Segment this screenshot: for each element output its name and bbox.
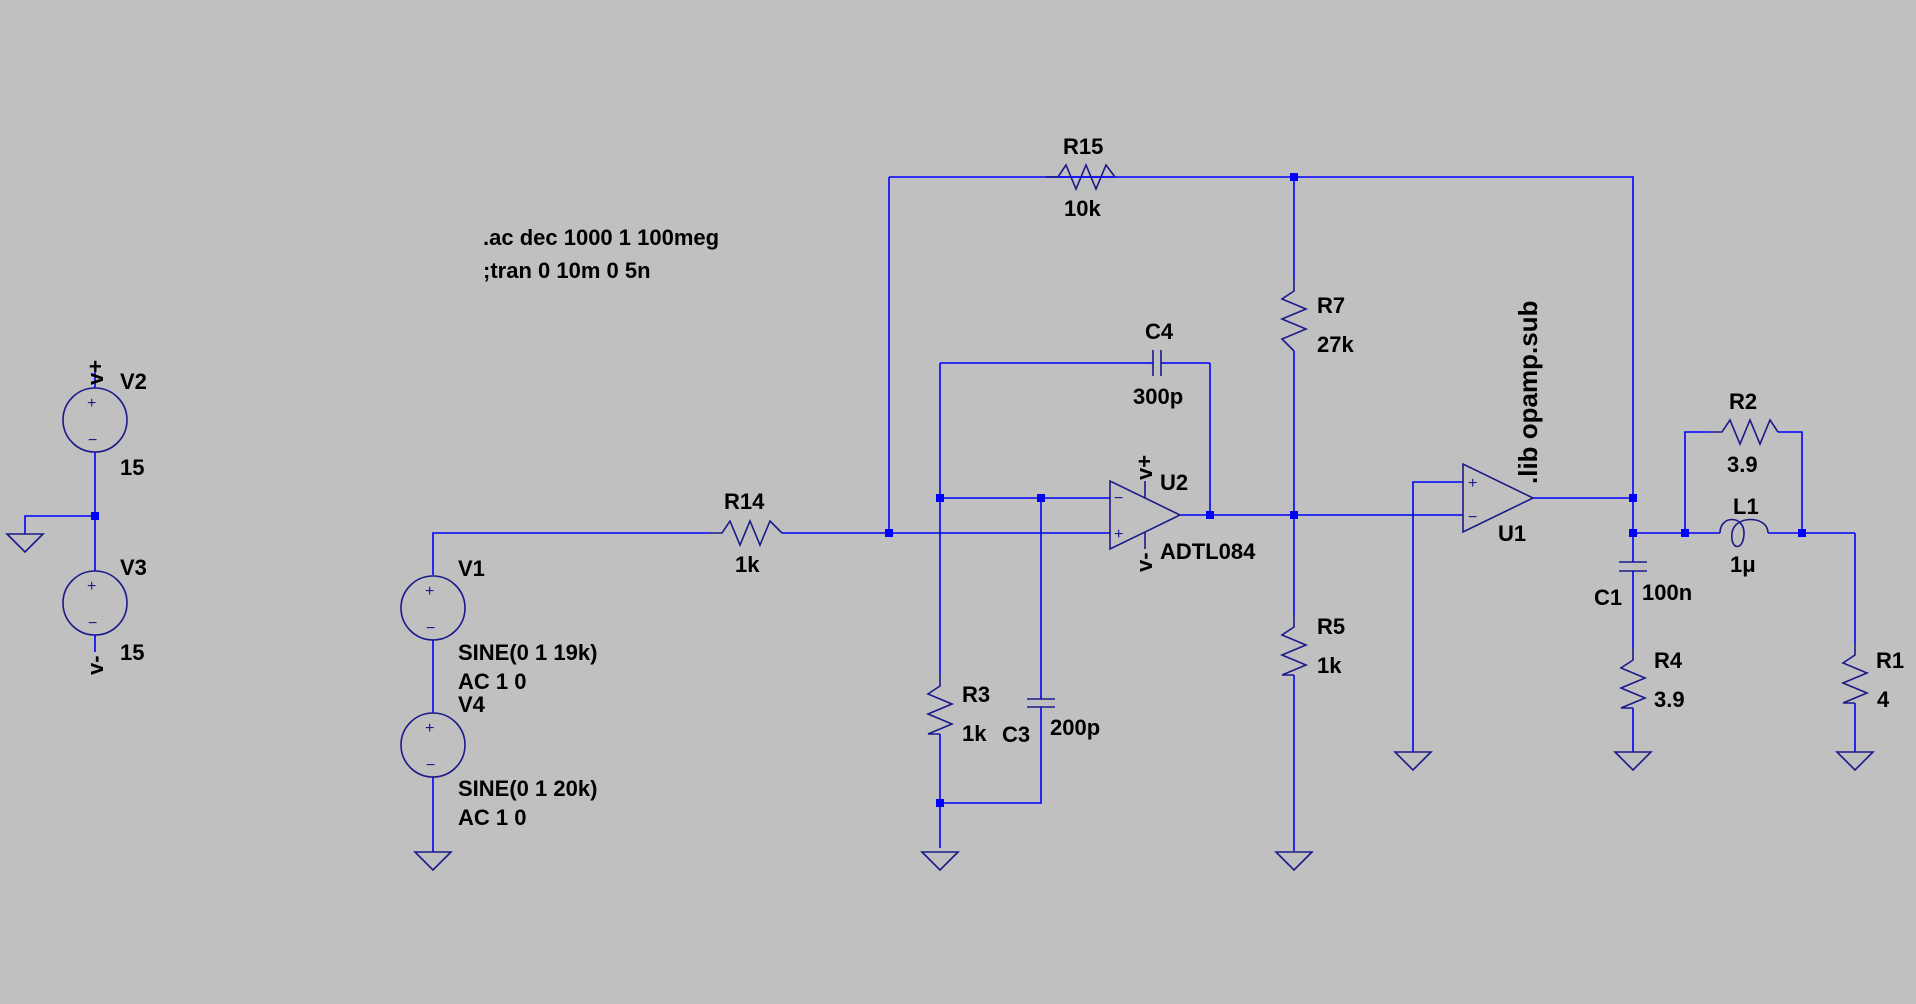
svg-text:−: −	[88, 432, 97, 449]
source-V1[interactable]: + − V1 SINE(0 1 19k) AC 1 0	[400, 556, 597, 694]
v4-value: SINE(0 1 20k)	[458, 776, 597, 801]
r5-value: 1k	[1317, 653, 1342, 678]
v1-value: SINE(0 1 19k)	[458, 640, 597, 665]
v4-name: V4	[458, 692, 486, 717]
svg-text:+: +	[87, 395, 96, 412]
directive-tran: ;tran 0 10m 0 5n	[483, 258, 651, 283]
ground-icon	[1613, 751, 1653, 772]
r2-value: 3.9	[1727, 452, 1758, 477]
r4-name: R4	[1654, 648, 1683, 673]
v1-name: V1	[458, 556, 485, 581]
wires[interactable]	[24, 176, 1856, 852]
svg-text:−: −	[426, 620, 435, 637]
v4-ac: AC 1 0	[458, 805, 526, 830]
resistor-R4[interactable]: R4 3.9	[1618, 648, 1685, 712]
ground-icon	[1274, 851, 1314, 872]
source-V4[interactable]: + − V4 SINE(0 1 20k) AC 1 0	[400, 692, 597, 830]
junction-dots	[91, 173, 1806, 807]
ground-symbols	[5, 533, 1875, 872]
resistor-R15[interactable]: R15 10k	[1046, 134, 1116, 221]
svg-text:+: +	[425, 720, 434, 737]
r15-value: 10k	[1064, 196, 1101, 221]
inductor-L1[interactable]: L1 1μ	[1719, 494, 1769, 577]
resistor-R1[interactable]: R1 4	[1840, 643, 1904, 712]
l1-value: 1μ	[1730, 552, 1756, 577]
opamp-U1[interactable]: + − U1 .lib opamp.sub	[1462, 301, 1543, 546]
u2-vplus-label: v+	[1132, 455, 1157, 480]
u1-lib: .lib opamp.sub	[1513, 301, 1543, 484]
source-V2[interactable]: + − v+ V2 15	[62, 360, 147, 480]
capacitor-C4[interactable]: C4 300p	[1133, 319, 1183, 409]
v2-net-label: v+	[83, 360, 108, 385]
l1-name: L1	[1733, 494, 1759, 519]
r3-name: R3	[962, 682, 990, 707]
resistor-R2[interactable]: R2 3.9	[1710, 389, 1779, 477]
directive-ac: .ac dec 1000 1 100meg	[483, 225, 719, 250]
resistor-R7[interactable]: R7 27k	[1279, 279, 1354, 357]
u1-name: U1	[1498, 521, 1526, 546]
svg-text:−: −	[1468, 509, 1477, 526]
svg-text:−: −	[1114, 490, 1123, 507]
resistor-R3[interactable]: R3 1k	[925, 674, 990, 746]
svg-text:−: −	[88, 615, 97, 632]
svg-text:+: +	[425, 583, 434, 600]
svg-text:+: +	[1468, 475, 1477, 492]
r4-value: 3.9	[1654, 687, 1685, 712]
ground-icon	[1393, 751, 1433, 772]
c1-value: 100n	[1642, 580, 1692, 605]
capacitor-C1[interactable]: C1 100n	[1594, 560, 1692, 610]
v1-ac: AC 1 0	[458, 669, 526, 694]
source-V3[interactable]: + − v- V3 15	[62, 555, 147, 675]
v3-name: V3	[120, 555, 147, 580]
r14-value: 1k	[735, 552, 760, 577]
ground-icon	[5, 533, 45, 554]
r1-value: 4	[1877, 687, 1890, 712]
v3-net-label: v-	[83, 655, 108, 675]
r5-name: R5	[1317, 614, 1345, 639]
v3-value: 15	[120, 640, 144, 665]
svg-text:+: +	[87, 578, 96, 595]
c4-name: C4	[1145, 319, 1174, 344]
spice-directives[interactable]: .ac dec 1000 1 100meg ;tran 0 10m 0 5n	[483, 225, 719, 283]
r3-value: 1k	[962, 721, 987, 746]
capacitor-C3[interactable]: C3 200p	[1002, 697, 1100, 747]
u2-model: ADTL084	[1160, 539, 1256, 564]
opamp-U2[interactable]: − + v+ v- U2 ADTL084	[1109, 455, 1256, 572]
resistor-R5[interactable]: R5 1k	[1279, 614, 1345, 678]
ground-icon	[1835, 751, 1875, 772]
c3-value: 200p	[1050, 715, 1100, 740]
r7-value: 27k	[1317, 332, 1354, 357]
r2-name: R2	[1729, 389, 1757, 414]
c4-value: 300p	[1133, 384, 1183, 409]
v2-name: V2	[120, 369, 147, 394]
v2-value: 15	[120, 455, 144, 480]
r7-name: R7	[1317, 293, 1345, 318]
svg-text:−: −	[426, 757, 435, 774]
resistor-R14[interactable]: R14 1k	[710, 489, 783, 577]
c3-name: C3	[1002, 722, 1030, 747]
r1-name: R1	[1876, 648, 1904, 673]
ground-icon	[413, 851, 453, 872]
ground-icon	[920, 851, 960, 872]
c1-name: C1	[1594, 585, 1622, 610]
u2-name: U2	[1160, 470, 1188, 495]
r15-name: R15	[1063, 134, 1103, 159]
r14-name: R14	[724, 489, 765, 514]
u2-vminus-label: v-	[1132, 552, 1157, 572]
svg-text:+: +	[1114, 526, 1123, 543]
